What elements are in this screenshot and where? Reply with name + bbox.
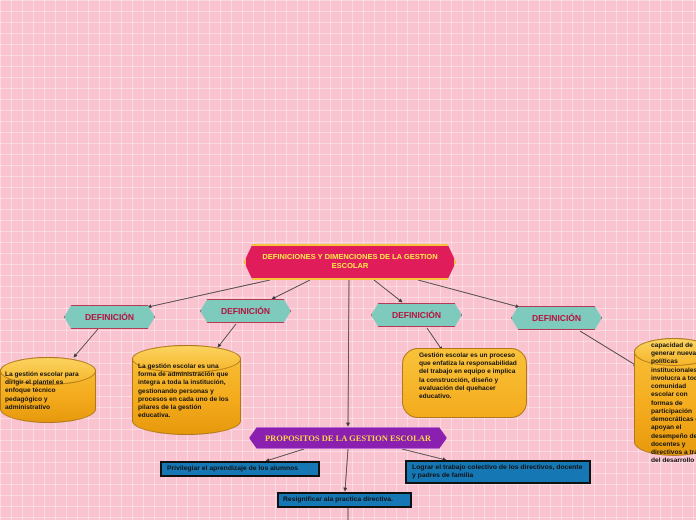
purpose-item-2[interactable]: Lograr el trabajo colectivo de los direc… [405,460,591,484]
definition-tag-3[interactable]: DEFINICIÓN [371,303,462,327]
definition-text: La gestión escolar es una forma de admin… [138,363,229,420]
purpose-item-text: Resignificar ala practica directiva. [283,496,393,503]
purpose-item-text: Privilegiar el aprendizaje de los alumno… [167,465,299,472]
definition-tag-2[interactable]: DEFINICIÓN [200,299,291,323]
main-topic-node[interactable]: DEFINICIONES Y DIMENCIONES DE LA GESTION… [244,244,456,280]
definition-text: capacidad de generar nuevas políticas in… [651,342,696,465]
definition-tag-label: DEFINICIÓN [391,310,442,320]
definition-text: La gestión escolar para dirigir el plant… [5,371,79,411]
purposes-title: PROPOSITOS DE LA GESTION ESCOLAR [264,433,432,443]
main-topic-title: DEFINICIONES Y DIMENCIONES DE LA GESTION… [262,252,438,270]
definition-tag-label: DEFINICIÓN [531,313,582,323]
purpose-item-text: Lograr el trabajo colectivo de los direc… [412,464,583,480]
purposes-node[interactable]: PROPOSITOS DE LA GESTION ESCOLAR [249,427,447,449]
definition-body-2[interactable]: La gestión escolar es una forma de admin… [132,345,241,435]
definition-tag-label: DEFINICIÓN [84,312,135,322]
definition-tag-4[interactable]: DEFINICIÓN [511,306,602,330]
definition-tag-label: DEFINICIÓN [220,306,271,316]
purpose-item-1[interactable]: Privilegiar el aprendizaje de los alumno… [160,461,320,477]
definition-body-4[interactable]: capacidad de generar nuevas políticas in… [634,338,696,464]
definition-tag-1[interactable]: DEFINICIÓN [64,305,155,329]
definition-body-3[interactable]: Gestión escolar es un proceso que enfati… [402,348,527,418]
definition-text: Gestión escolar es un proceso que enfati… [419,352,517,401]
purpose-item-3[interactable]: Resignificar ala practica directiva. [277,492,412,508]
definition-body-1[interactable]: La gestión escolar para dirigir el plant… [0,357,96,423]
